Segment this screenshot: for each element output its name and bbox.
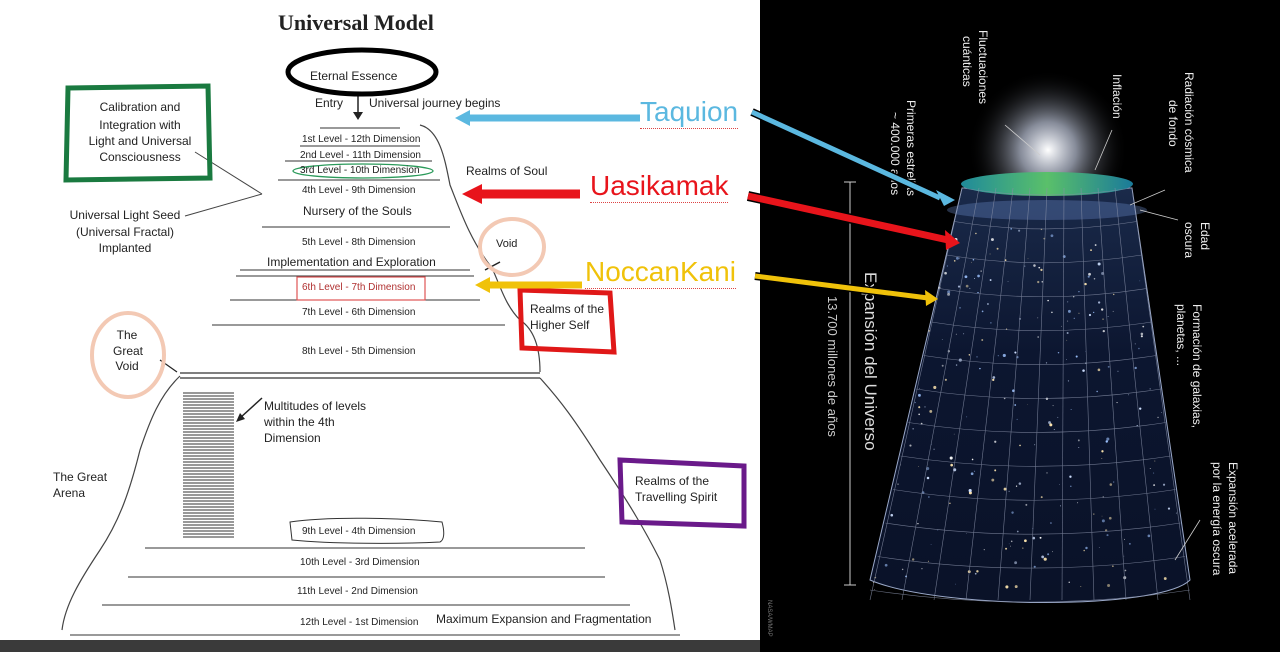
formacion-2: planetas, ...: [1174, 304, 1188, 367]
edad-1: Edad: [1198, 222, 1212, 251]
level-11: 11th Level - 2nd Dimension: [297, 586, 418, 597]
calibration-2: Integration with: [99, 118, 181, 132]
level-12: 12th Level - 1st Dimension: [300, 617, 419, 628]
light-seed-2: (Universal Fractal): [75, 225, 174, 239]
calibration-1: Calibration and: [99, 100, 181, 114]
diagram-title: Universal Model: [278, 10, 434, 35]
higher-self-2: Higher Self: [530, 318, 590, 332]
taquion-label: Taquion: [640, 96, 739, 129]
expansion-universo: Expansión del Universo: [861, 272, 880, 451]
uasikamak-label: Uasikamak: [590, 170, 729, 203]
universal-model-panel: [0, 0, 760, 640]
great-void-1: The: [116, 328, 138, 342]
acelerada-2: por la energía oscura: [1210, 462, 1224, 576]
calibration-4: Consciousness: [99, 150, 181, 164]
great-arena-1: The Great: [53, 470, 108, 484]
multitudes-3: Dimension: [264, 431, 321, 445]
level-4: 4th Level - 9th Dimension: [302, 185, 416, 196]
implementation-label: Implementation and Exploration: [267, 255, 436, 269]
great-void-2: Great: [112, 344, 143, 358]
eternal-essence: Eternal Essence: [310, 69, 398, 83]
higher-self-1: Realms of the: [530, 302, 605, 316]
journey-label: Universal journey begins: [369, 96, 501, 110]
fluctuaciones-1: Fluctuaciones: [976, 30, 990, 105]
millones-label: 13.700 millones de años: [825, 296, 840, 437]
formacion-1: Formación de galaxias,: [1190, 304, 1204, 429]
level-8: 8th Level - 5th Dimension: [302, 346, 416, 357]
edad-2: oscura: [1182, 222, 1196, 259]
level-7: 7th Level - 6th Dimension: [302, 307, 416, 318]
entry-label: Entry: [315, 96, 344, 110]
credit-label: NASA/WMAP: [766, 600, 772, 637]
level-3: 3rd Level - 10th Dimension: [300, 165, 420, 176]
great-void-3: Void: [115, 359, 139, 373]
fluctuaciones-2: cuánticas: [960, 36, 974, 87]
radiacion-2: de fondo: [1166, 100, 1180, 147]
bottom-strip: [0, 640, 760, 652]
nursery-label: Nursery of the Souls: [303, 204, 412, 218]
light-seed-3: Implanted: [98, 241, 152, 255]
level-5: 5th Level - 8th Dimension: [302, 237, 416, 248]
great-arena-2: Arena: [53, 486, 86, 500]
noccankani-label: NoccanKani: [585, 256, 736, 289]
maximum-label: Maximum Expansion and Fragmentation: [436, 612, 652, 626]
level-6: 6th Level - 7th Dimension: [302, 282, 416, 293]
model-shape-svg: [61, 47, 747, 636]
level-2: 2nd Level - 11th Dimension: [300, 150, 421, 161]
level-9: 9th Level - 4th Dimension: [302, 526, 416, 537]
travelling-2: Travelling Spirit: [635, 490, 718, 504]
calibration-3: Light and Universal: [88, 134, 192, 148]
primeras-1: Primeras estrellas: [904, 100, 918, 197]
inflacion-label: Inflación: [1110, 74, 1124, 119]
multitudes-2: within the 4th: [264, 415, 335, 429]
level-10: 10th Level - 3rd Dimension: [300, 557, 420, 568]
realms-soul: Realms of Soul: [466, 164, 548, 178]
light-seed-1: Universal Light Seed: [69, 208, 181, 222]
acelerada-1: Expansión acelerada: [1226, 462, 1240, 575]
level-1: 1st Level - 12th Dimension: [302, 134, 421, 145]
multitudes-1: Multitudes of levels: [264, 399, 367, 413]
multitudes-stripes: [182, 392, 235, 542]
primeras-2: ~ 400.000 años: [888, 112, 902, 196]
void-label: Void: [496, 238, 518, 250]
radiacion-1: Radiación cósmica: [1182, 72, 1196, 173]
travelling-1: Realms of the: [635, 474, 710, 488]
